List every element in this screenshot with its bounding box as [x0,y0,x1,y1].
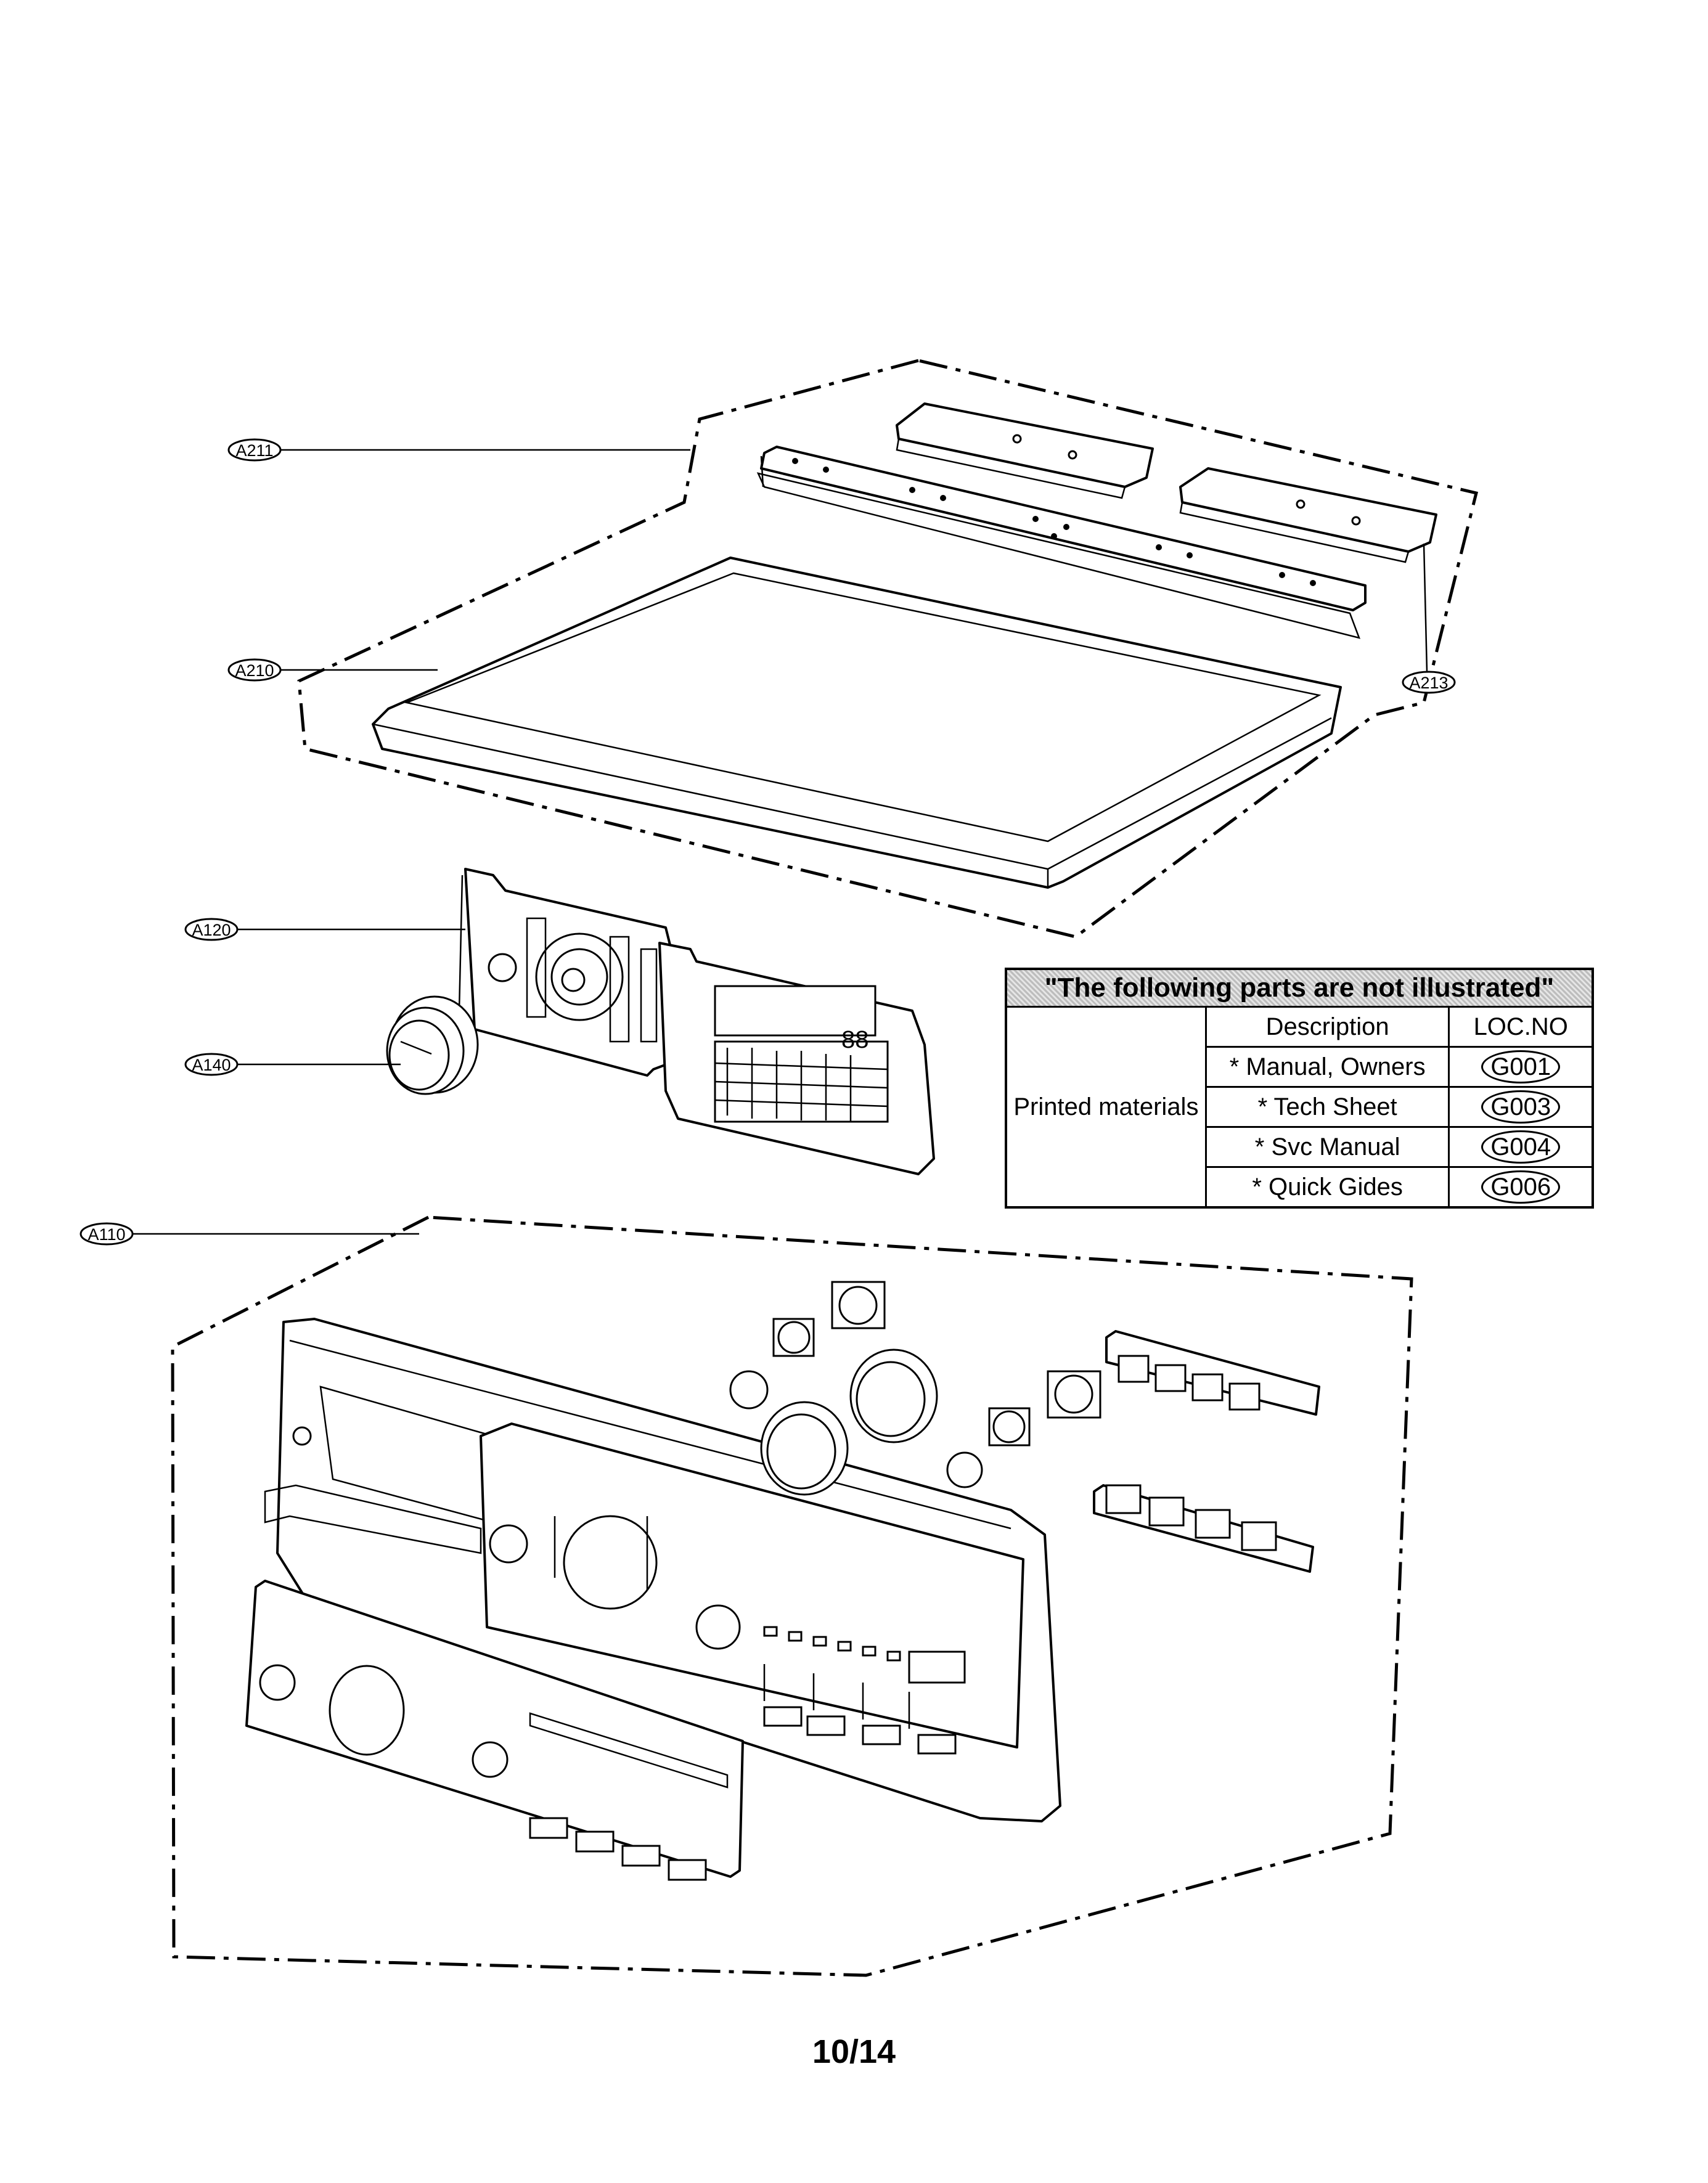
part-a140-knob [386,995,479,1095]
part-button-strips [1093,1330,1320,1573]
callout-a120: A120 [184,918,465,941]
top-assembly-boundary [297,359,1479,939]
row-loc: G003 [1448,1086,1594,1128]
callout-a110: A110 [80,1222,419,1246]
row-description: * Svc Manual [1204,1126,1450,1168]
header-description: Description [1204,1006,1450,1048]
row-description: * Tech Sheet [1204,1086,1450,1128]
part-a120-pcb-assembly: 88 [458,868,935,1175]
table-row: * Quick Gides G006 [1006,1166,1594,1209]
part-a211-rail [756,446,1367,639]
part-decor-overlay [245,1580,744,1881]
svg-text:A210: A210 [235,661,274,680]
row-description: * Manual, Owners [1204,1046,1450,1088]
loc-badge: G003 [1481,1090,1561,1124]
row-loc: G006 [1448,1166,1594,1209]
table-row: * Tech Sheet G003 [1006,1086,1594,1128]
callout-a140: A140 [184,1053,401,1076]
header-loc-no: LOC.NO [1448,1006,1594,1048]
svg-text:A140: A140 [192,1056,231,1074]
not-illustrated-parts-table: "The following parts are not illustrated… [1005,968,1594,1209]
table-row: * Svc Manual G004 [1006,1126,1594,1168]
part-a213-bracket-right [1179,467,1437,563]
table-header-row: Printed materials Description LOC.NO [1005,1006,1594,1209]
callout-a210: A210 [227,658,438,682]
table-row: * Manual, Owners G001 [1006,1046,1594,1088]
part-a110-control-panel [264,1318,1061,1822]
svg-text:A213: A213 [1409,674,1448,692]
svg-text:A110: A110 [88,1225,125,1244]
svg-text:A211: A211 [235,441,273,460]
page-number: 10/14 [812,2033,896,2070]
table-title: "The following parts are not illustrated… [1005,968,1594,1008]
part-knob-rings [729,1281,1101,1496]
part-a210-top-panel [372,557,1342,889]
row-loc: G001 [1448,1046,1594,1088]
loc-badge: G001 [1481,1050,1561,1083]
callout-a211: A211 [227,438,690,462]
table-title-row: "The following parts are not illustrated… [1005,968,1594,1008]
category-cell: Printed materials [1005,1006,1207,1209]
svg-text:88: 88 [841,1026,869,1053]
part-a213-bracket-left [896,402,1154,499]
row-loc: G004 [1448,1126,1594,1168]
loc-badge: G004 [1481,1130,1561,1164]
lower-assembly-boundary [171,1215,1413,1977]
loc-badge: G006 [1481,1170,1561,1204]
callout-a213: A213 [1402,543,1456,694]
row-description: * Quick Gides [1204,1166,1450,1209]
svg-text:A120: A120 [192,921,231,939]
